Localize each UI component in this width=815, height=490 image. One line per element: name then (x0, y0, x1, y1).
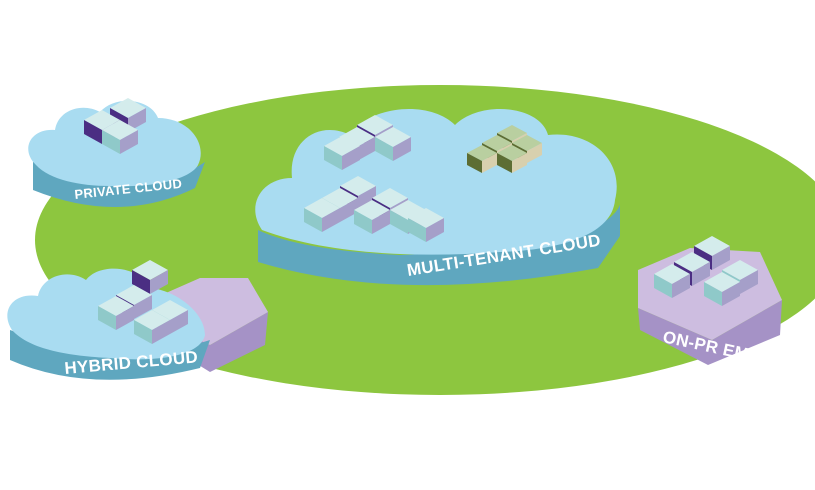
multi-tenant-cloud: MULTI-TENANT CLOUD (255, 108, 620, 286)
private-cloud: PRIVATE CLOUD (28, 98, 205, 208)
hybrid-cloud: HYBRID CLOUD (7, 260, 268, 380)
